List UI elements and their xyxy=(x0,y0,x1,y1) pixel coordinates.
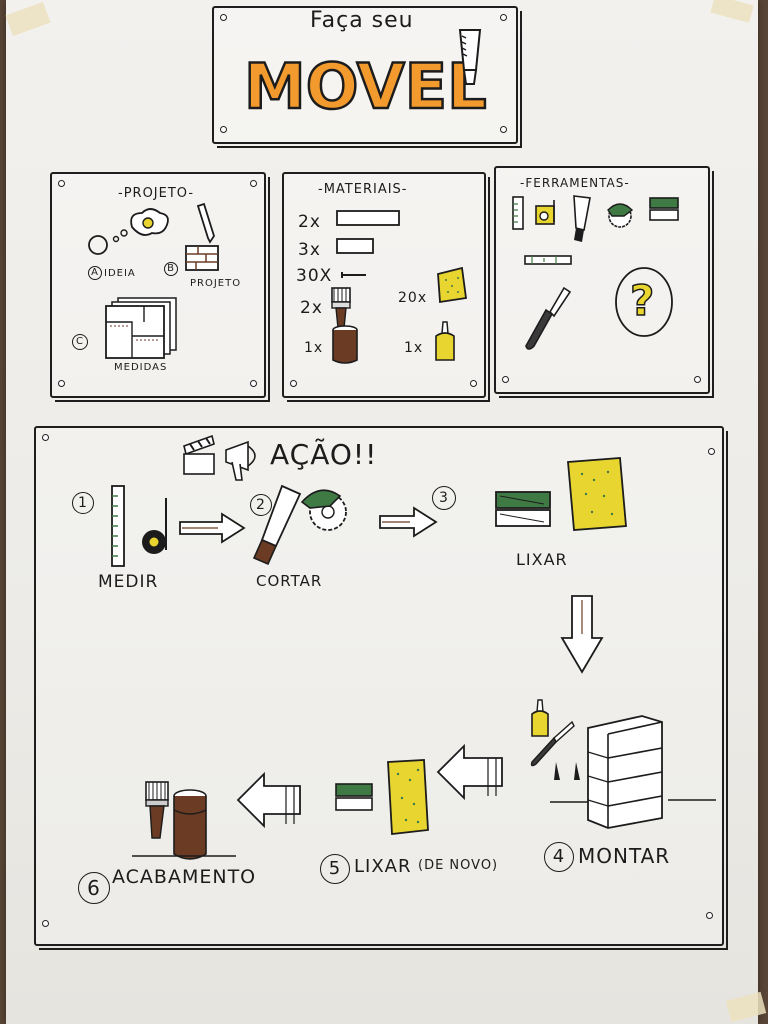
nail xyxy=(42,920,49,927)
nail xyxy=(290,380,297,387)
question-circle-icon xyxy=(615,267,673,337)
title-word: MOVEL xyxy=(244,50,487,123)
circular-saw-icon xyxy=(607,203,634,228)
step1-label: MEDIR xyxy=(98,572,159,592)
sandpaper-icon xyxy=(567,457,627,531)
nail xyxy=(42,434,49,441)
glue-bottle-icon xyxy=(435,321,455,361)
thinking-person-icon xyxy=(88,208,169,255)
glue-bottle-icon xyxy=(531,699,549,737)
board-small-icon xyxy=(336,238,374,254)
board-large-icon xyxy=(336,210,400,226)
nail xyxy=(694,376,701,383)
step6-number: 6 xyxy=(78,872,110,904)
ferramentas-heading: -FERRAMENTAS- xyxy=(520,176,630,190)
idea-label: IDEIA xyxy=(104,268,136,279)
nail xyxy=(58,180,65,187)
sander-icon xyxy=(335,783,373,811)
brick-plan-icon xyxy=(185,245,219,271)
qty-paint: 1x xyxy=(304,340,324,356)
clapperboard-icon xyxy=(183,434,215,475)
handsaw-icon xyxy=(252,484,302,566)
paint-can-icon xyxy=(332,325,358,364)
ruler-icon xyxy=(512,196,524,230)
nail xyxy=(470,380,477,387)
step2-label: CORTAR xyxy=(256,572,323,590)
nail xyxy=(502,376,509,383)
nail xyxy=(706,912,713,919)
arrow-left-icon xyxy=(436,743,503,801)
nail xyxy=(500,126,507,133)
ruler-icon xyxy=(111,485,125,567)
idea-letter: A xyxy=(88,266,102,280)
sandpaper-icon xyxy=(437,266,468,304)
step2-number: 2 xyxy=(250,494,272,516)
nail xyxy=(708,448,715,455)
megaphone-icon xyxy=(225,440,256,481)
paint-can-icon xyxy=(173,789,207,860)
title-line1: Faça seu xyxy=(310,8,414,33)
step5-note: (DE NOVO) xyxy=(418,858,499,873)
step4-label: MONTAR xyxy=(578,844,671,868)
arrow-left-icon xyxy=(236,771,301,829)
medidas-label: MEDIDAS xyxy=(114,362,168,373)
floor-plan-icon xyxy=(105,297,177,359)
sander-icon xyxy=(495,491,551,527)
paper-sheet xyxy=(6,0,758,1024)
nail xyxy=(250,380,257,387)
arrow-right-icon xyxy=(379,506,438,538)
saw-icon xyxy=(458,29,482,85)
bookshelf-icon xyxy=(587,715,663,829)
level-icon xyxy=(524,255,572,265)
floor-line xyxy=(132,855,236,857)
nail xyxy=(220,14,227,21)
step1-number: 1 xyxy=(72,492,94,514)
step3-number: 3 xyxy=(432,486,456,510)
step4-number: 4 xyxy=(544,842,574,872)
nail-icon xyxy=(341,272,366,278)
nail xyxy=(220,126,227,133)
step5-number: 5 xyxy=(320,854,350,884)
screwdriver-icon xyxy=(530,720,575,767)
materiais-heading: -MATERIAIS- xyxy=(318,182,408,197)
qty-glue: 1x xyxy=(404,340,424,356)
qty-sandpaper: 20x xyxy=(398,290,428,306)
tape-measure-icon xyxy=(535,200,555,225)
nail xyxy=(58,380,65,387)
step5-label: LIXAR xyxy=(354,856,412,877)
medidas-letter: C xyxy=(72,334,88,350)
nails-icon xyxy=(554,762,580,780)
sander-icon xyxy=(649,197,679,221)
projeto-label: PROJETO xyxy=(190,278,242,289)
projeto-letter: B xyxy=(164,262,178,276)
step6-label: ACABAMENTO xyxy=(112,866,257,888)
projeto-board xyxy=(50,172,270,402)
arrow-right-icon xyxy=(179,512,246,544)
pencil-icon xyxy=(196,202,215,244)
title-text: MOVEL xyxy=(243,49,488,125)
qty-nails: 30X xyxy=(296,266,333,286)
screwdriver-icon xyxy=(525,286,572,350)
tape-measure-icon xyxy=(142,498,167,554)
floor-line xyxy=(550,799,716,803)
question-mark: ? xyxy=(629,275,656,326)
projeto-heading: -PROJETO- xyxy=(118,186,195,201)
step3-label: LIXAR xyxy=(516,550,568,569)
qty-brush: 2x xyxy=(300,298,323,318)
acao-heading: AÇÃO!! xyxy=(270,438,378,471)
qty-board-large: 2x xyxy=(298,212,321,232)
qty-board-small: 3x xyxy=(298,240,321,260)
sandpaper-icon xyxy=(387,759,429,835)
arrow-down-icon xyxy=(560,595,604,674)
paint-brush-icon xyxy=(145,781,169,839)
handsaw-icon xyxy=(573,195,591,242)
circular-saw-icon xyxy=(300,489,347,531)
nail xyxy=(250,180,257,187)
nail xyxy=(500,14,507,21)
